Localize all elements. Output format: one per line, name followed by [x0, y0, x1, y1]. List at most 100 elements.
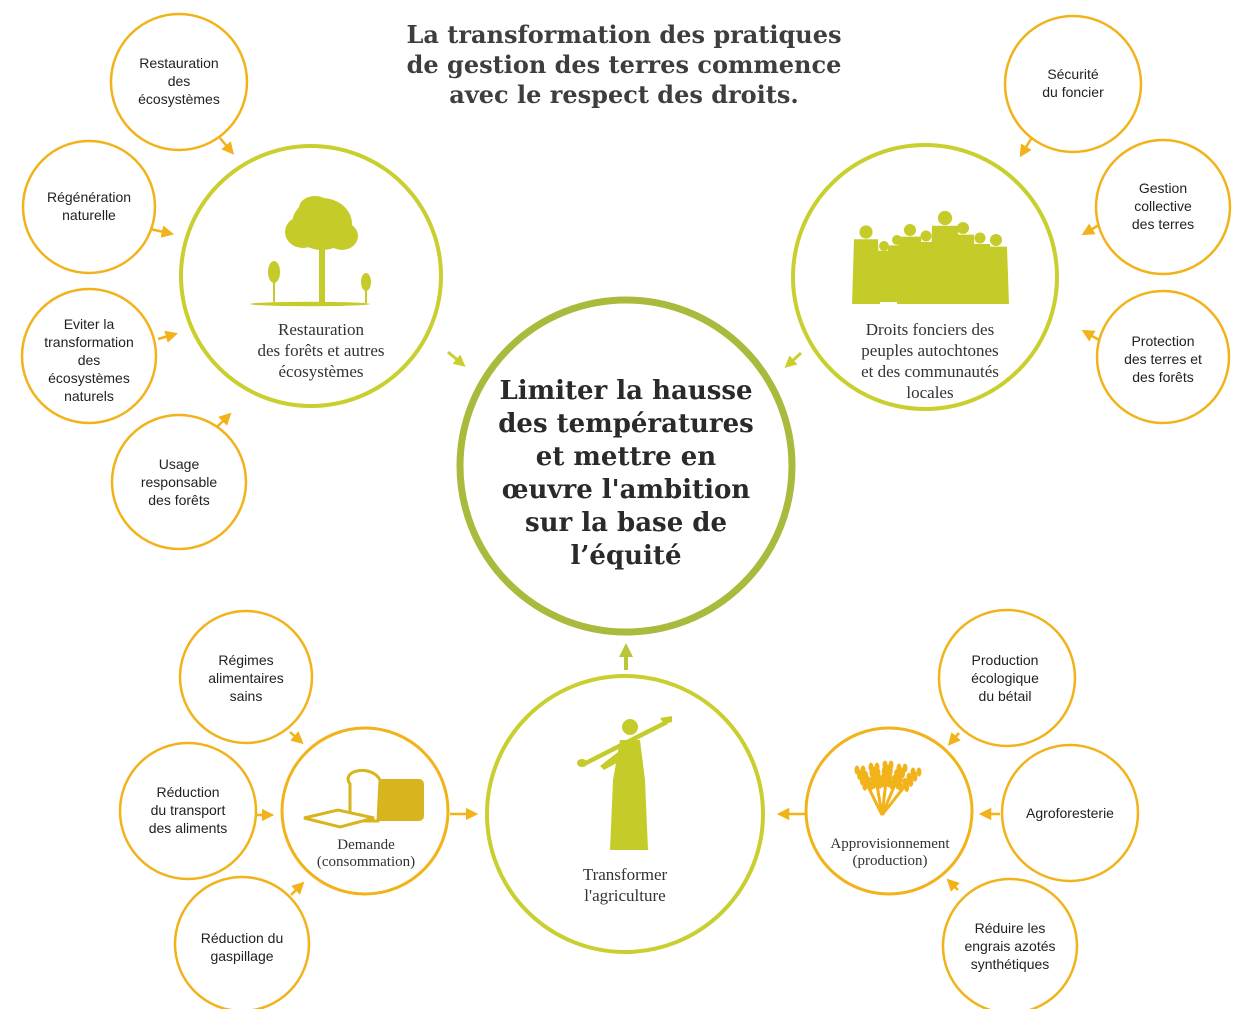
title-line-3: avec le respect des droits.	[449, 80, 798, 109]
arrow-collective-management	[1081, 223, 1100, 236]
label-collective-management-1: Gestion	[1139, 180, 1187, 196]
person-head-2	[879, 241, 889, 251]
hub-arrows	[447, 350, 803, 369]
hub-rights-line-2: peuples autochtones	[861, 341, 998, 360]
arrow-restoration-to-center	[447, 350, 466, 367]
hub-supply-ring	[804, 726, 974, 896]
label-healthy-diets-2: alimentaires	[208, 670, 283, 686]
hub-rights-line-4: locales	[906, 383, 953, 402]
wheat-stalk-3	[880, 764, 890, 816]
node-natural-regeneration	[21, 139, 157, 275]
hub-demand-line-2: (consommation)	[317, 854, 415, 870]
arrow-responsible-forest-use	[216, 412, 232, 428]
arrow-rights-to-center	[784, 351, 803, 369]
person-head-1	[859, 225, 873, 239]
wheat-grain	[889, 780, 895, 790]
label-responsible-forest-use-3: des forêts	[148, 492, 209, 508]
label-waste-reduction-2: gaspillage	[210, 948, 273, 964]
person-head-9	[989, 233, 1003, 247]
arrow-land-protection	[1081, 329, 1100, 342]
node-food-transport	[118, 741, 258, 881]
hub-agriculture-line-2: l'agriculture	[584, 886, 665, 905]
person-head-6	[937, 210, 953, 226]
wheat-grain	[898, 782, 904, 792]
node-collective-management	[1094, 138, 1232, 276]
label-reduce-fertilizers-2: engrais azotés	[964, 938, 1055, 954]
node-land-protection	[1095, 289, 1231, 425]
label-ecological-livestock-1: Production	[972, 652, 1039, 668]
hub-demand-line-1: Demande	[337, 837, 395, 853]
label-avoid-conversion-1: Eviter la	[64, 316, 115, 332]
label-land-protection-2: des terres et	[1124, 351, 1202, 367]
arrow-healthy-diets	[289, 731, 304, 745]
arrow-avoid-conversion	[157, 330, 179, 343]
label-ecosystem-restoration-3: écosystèmes	[138, 91, 220, 107]
node-ecosystem-restoration	[109, 12, 249, 152]
center-line-6: l’équité	[571, 541, 682, 571]
label-healthy-diets-3: sains	[230, 688, 263, 704]
label-food-transport-3: des aliments	[149, 820, 228, 836]
arrow-ecosystem-restoration	[219, 137, 235, 155]
center-node: Limiter la hausse des températures et me…	[456, 296, 796, 636]
person-body-1	[852, 239, 880, 304]
wheat-grain	[880, 778, 886, 788]
label-collective-management-2: collective	[1134, 198, 1192, 214]
wheat-grain	[908, 777, 914, 787]
title-line-2: de gestion des terres commence	[407, 50, 842, 79]
hub-rights-line-1: Droits fonciers des	[866, 320, 994, 339]
label-natural-regeneration-1: Régénération	[47, 189, 131, 205]
label-responsible-forest-use-1: Usage	[159, 456, 200, 472]
arrow-reduce-fertilizers	[946, 878, 960, 892]
wheat-stalk-2	[872, 766, 884, 816]
node-healthy-diets	[178, 609, 314, 745]
label-ecological-livestock-2: écologique	[971, 670, 1039, 686]
label-reduce-fertilizers-1: Réduire les	[975, 920, 1046, 936]
label-agroforestry-1: Agroforesterie	[1026, 805, 1114, 821]
label-avoid-conversion-2: transformation	[44, 334, 133, 350]
label-food-transport-1: Réduction	[156, 784, 219, 800]
hub-supply: Approvisionnement (production)	[804, 726, 974, 896]
person-body-9	[983, 246, 1009, 304]
label-land-tenure-1: Sécurité	[1047, 66, 1099, 82]
arrow-ecological-livestock	[947, 732, 961, 746]
hub-demand: Demande (consommation)	[280, 726, 450, 896]
label-avoid-conversion-5: naturels	[64, 388, 114, 404]
wheat-grain	[912, 772, 918, 782]
hub-restoration: Restauration des forêts et autres écosys…	[179, 144, 443, 408]
bread-icon	[303, 768, 424, 829]
person-head-8	[974, 232, 986, 244]
center-line-5: sur la base de	[525, 508, 727, 538]
node-agroforestry	[1000, 743, 1140, 883]
arrow-land-tenure	[1019, 138, 1033, 158]
center-line-2: des températures	[498, 409, 754, 439]
wheat-icon	[854, 760, 922, 816]
label-responsible-forest-use-2: responsable	[141, 474, 217, 490]
label-land-protection-1: Protection	[1131, 333, 1194, 349]
arrow-waste-reduction	[290, 881, 305, 896]
wheat-grain	[904, 782, 910, 792]
label-avoid-conversion-4: écosystèmes	[48, 370, 130, 386]
label-ecosystem-restoration-2: des	[168, 73, 191, 89]
hub-rights-line-3: et des communautés	[861, 362, 999, 381]
hub-supply-line-1: Approvisionnement	[830, 836, 950, 852]
center-line-3: et mettre en	[536, 442, 717, 472]
satellite-nodes	[20, 12, 1232, 1014]
node-land-tenure	[1003, 14, 1143, 154]
connector-arrows	[149, 137, 1100, 896]
center-line-1: Limiter la hausse	[499, 376, 752, 406]
wheat-grain	[916, 767, 922, 777]
farmer-icon	[577, 716, 672, 850]
label-ecological-livestock-3: du bétail	[979, 688, 1032, 704]
node-ecological-livestock	[937, 608, 1077, 748]
hub-restoration-line-3: écosystèmes	[279, 362, 364, 381]
label-food-transport-2: du transport	[151, 802, 226, 818]
satellite-labels: Restauration des écosystèmes Régénératio…	[44, 55, 1202, 972]
label-natural-regeneration-2: naturelle	[62, 207, 116, 223]
person-head-5	[920, 230, 932, 242]
hub-agriculture-line-1: Transformer	[583, 865, 668, 884]
people-group-icon	[852, 210, 1009, 304]
node-avoid-conversion	[20, 287, 158, 425]
center-line-4: œuvre l'ambition	[502, 475, 751, 505]
